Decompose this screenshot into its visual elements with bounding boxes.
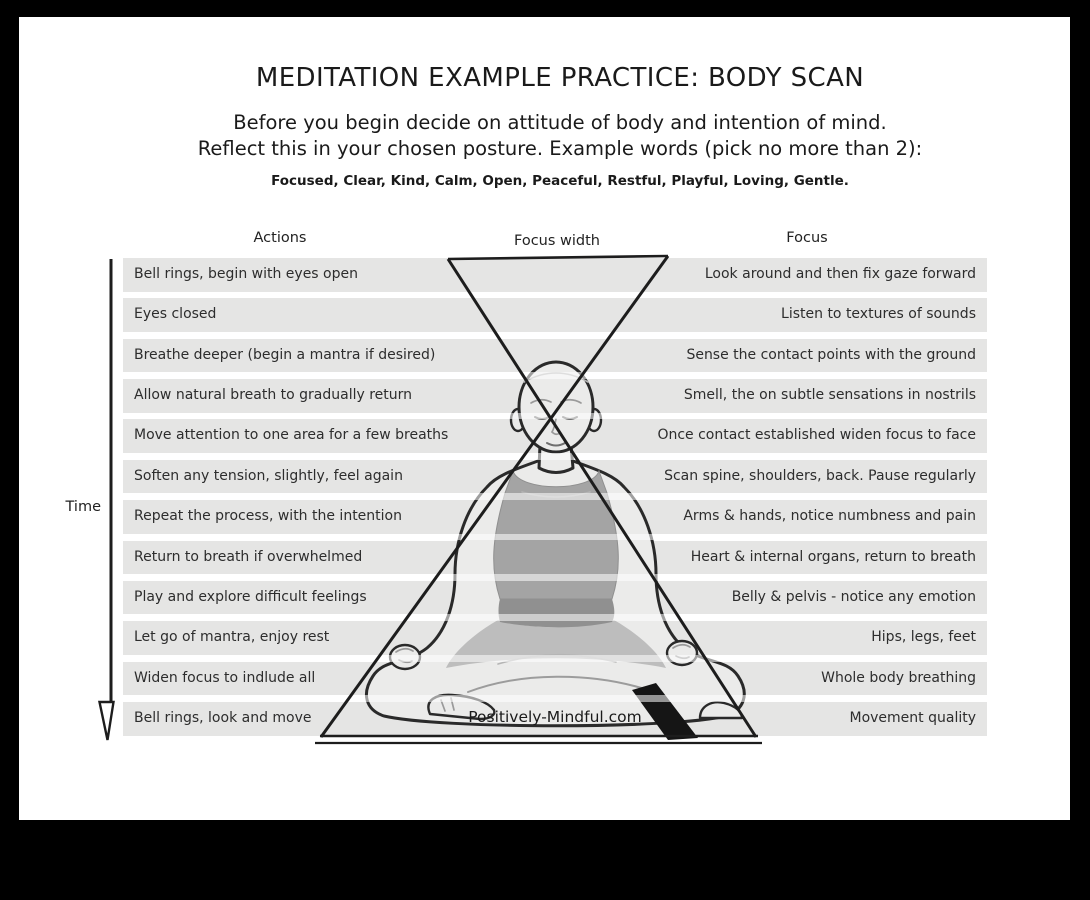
table-row: Repeat the process, with the intention Ar…	[123, 500, 987, 534]
focus-cell: Arms & hands, notice numbness and pain	[683, 508, 976, 525]
action-cell: Allow natural breath to gradually return	[134, 387, 413, 404]
action-cell: Bell rings, begin with eyes open	[134, 266, 358, 282]
action-cell: Let go of mantra, enjoy rest	[134, 629, 330, 646]
action-cell: Repeat the process, with the intention	[134, 508, 402, 525]
table-row: Eyes closed Listen to textures of sounds	[123, 298, 987, 332]
column-header-focus-width: Focus width	[514, 233, 600, 249]
focus-cell: Movement quality	[849, 710, 977, 726]
focus-cell: Heart & internal organs, return to breat…	[690, 548, 976, 565]
column-header-focus: Focus	[786, 230, 828, 246]
table-row: Move attention to one area for a few bre…	[123, 419, 987, 453]
intro-line-2: Reflect this in your chosen posture. Exa…	[197, 137, 923, 160]
action-cell: Play and explore difficult feelings	[134, 588, 367, 605]
page-title: MEDITATION EXAMPLE PRACTICE: BODY SCAN	[255, 63, 865, 93]
focus-cell: Scan spine, shoulders, back. Pause regul…	[664, 467, 976, 484]
action-cell: Breathe deeper (begin a mantra if desire…	[134, 346, 436, 363]
focus-cell: Sense the contact points with the ground	[686, 346, 976, 363]
action-cell: Move attention to one area for a few bre…	[134, 427, 449, 444]
intro-line-1: Before you begin decide on attitude of b…	[233, 111, 887, 134]
focus-cell: Whole body breathing	[821, 669, 976, 686]
table-row: Soften any tension, slightly, feel again…	[123, 459, 987, 494]
action-cell: Soften any tension, slightly, feel again	[134, 467, 403, 484]
intro-text: Before you begin decide on attitude of b…	[30, 110, 1090, 162]
time-axis-label: Time	[65, 499, 102, 515]
table-row: Widen focus to indlude all Whole body bre…	[123, 661, 987, 696]
focus-cell: Hips, legs, feet	[871, 629, 976, 646]
action-cell: Widen focus to indlude all	[134, 669, 316, 686]
table-row: Breathe deeper (begin a mantra if desire…	[123, 338, 987, 373]
table-row: Bell rings, begin with eyes open Look aro…	[123, 258, 987, 292]
focus-cell: Look around and then fix gaze forward	[704, 266, 976, 282]
table-row: Let go of mantra, enjoy rest Hips, legs, …	[123, 621, 987, 655]
table-row: Play and explore difficult feelings Belly…	[123, 580, 987, 615]
action-cell: Return to breath if overwhelmed	[134, 548, 363, 565]
action-cell: Bell rings, look and move	[134, 710, 312, 726]
table-row: Allow natural breath to gradually return…	[123, 379, 987, 413]
focus-cell: Listen to textures of sounds	[781, 306, 976, 323]
example-words: Focused, Clear, Kind, Calm, Open, Peacef…	[271, 173, 849, 189]
table-row: Return to breath if overwhelmed Heart & i…	[123, 540, 987, 574]
watermark: Positively-Mindful.com	[468, 708, 642, 726]
action-cell: Eyes closed	[134, 306, 217, 323]
column-header-actions: Actions	[253, 230, 307, 246]
focus-cell: Belly & pelvis - notice any emotion	[731, 588, 976, 605]
focus-cell: Once contact established widen focus to …	[657, 427, 976, 444]
focus-cell: Smell, the on subtle sensations in nostr…	[683, 387, 976, 404]
